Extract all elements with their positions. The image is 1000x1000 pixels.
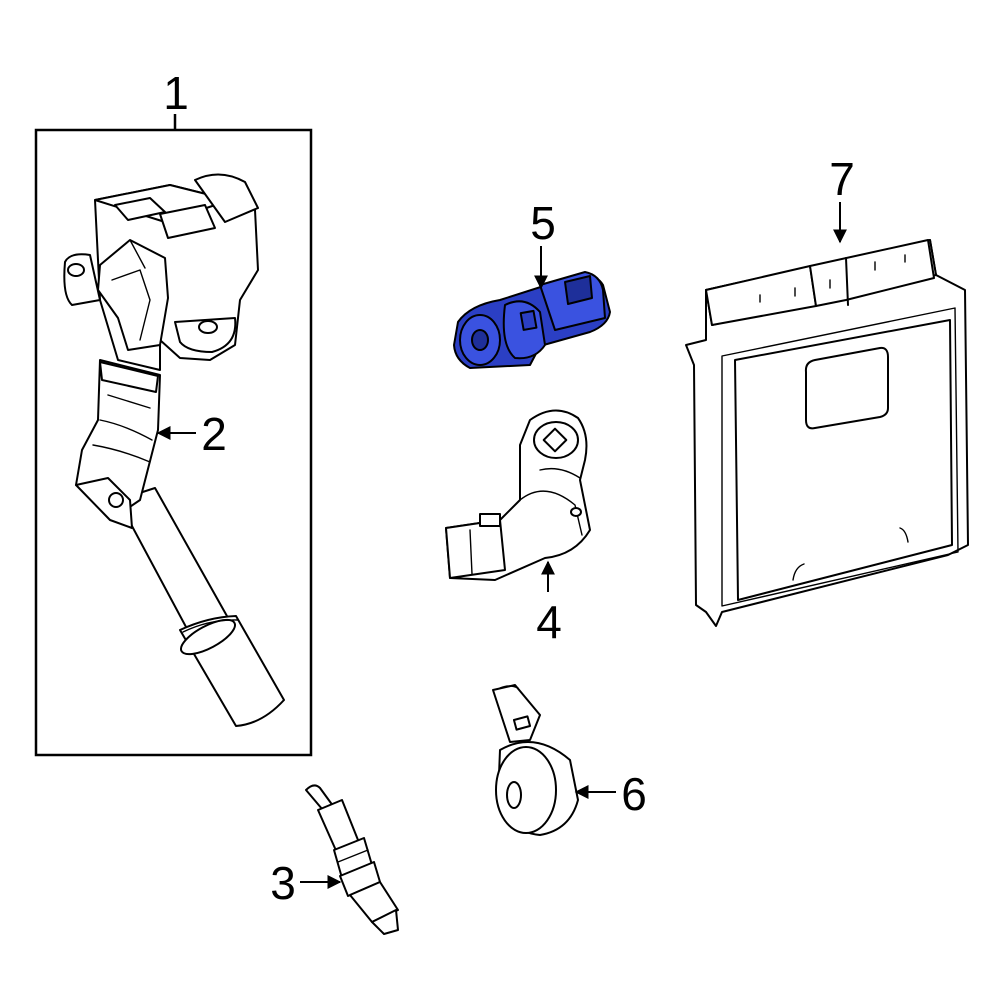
coil-assembly-frame: [34, 128, 313, 757]
callout-2-label: 2: [201, 408, 227, 460]
crankshaft-position-sensor-icon: [445, 409, 591, 581]
knock-sensor-icon: [492, 684, 579, 836]
callout-1-label: 1: [163, 67, 189, 119]
callout-5-label: 5: [530, 197, 556, 249]
spark-plug-icon: [305, 784, 399, 935]
callout-3-label: 3: [270, 857, 296, 909]
callout-6-label: 6: [621, 768, 647, 820]
ignition-coil-assembly-icon: [63, 173, 285, 727]
camshaft-position-sensor-icon: [453, 271, 611, 369]
callout-7-label: 7: [829, 153, 855, 205]
engine-control-module-icon: [685, 239, 969, 627]
callout-4-label: 4: [536, 596, 562, 648]
